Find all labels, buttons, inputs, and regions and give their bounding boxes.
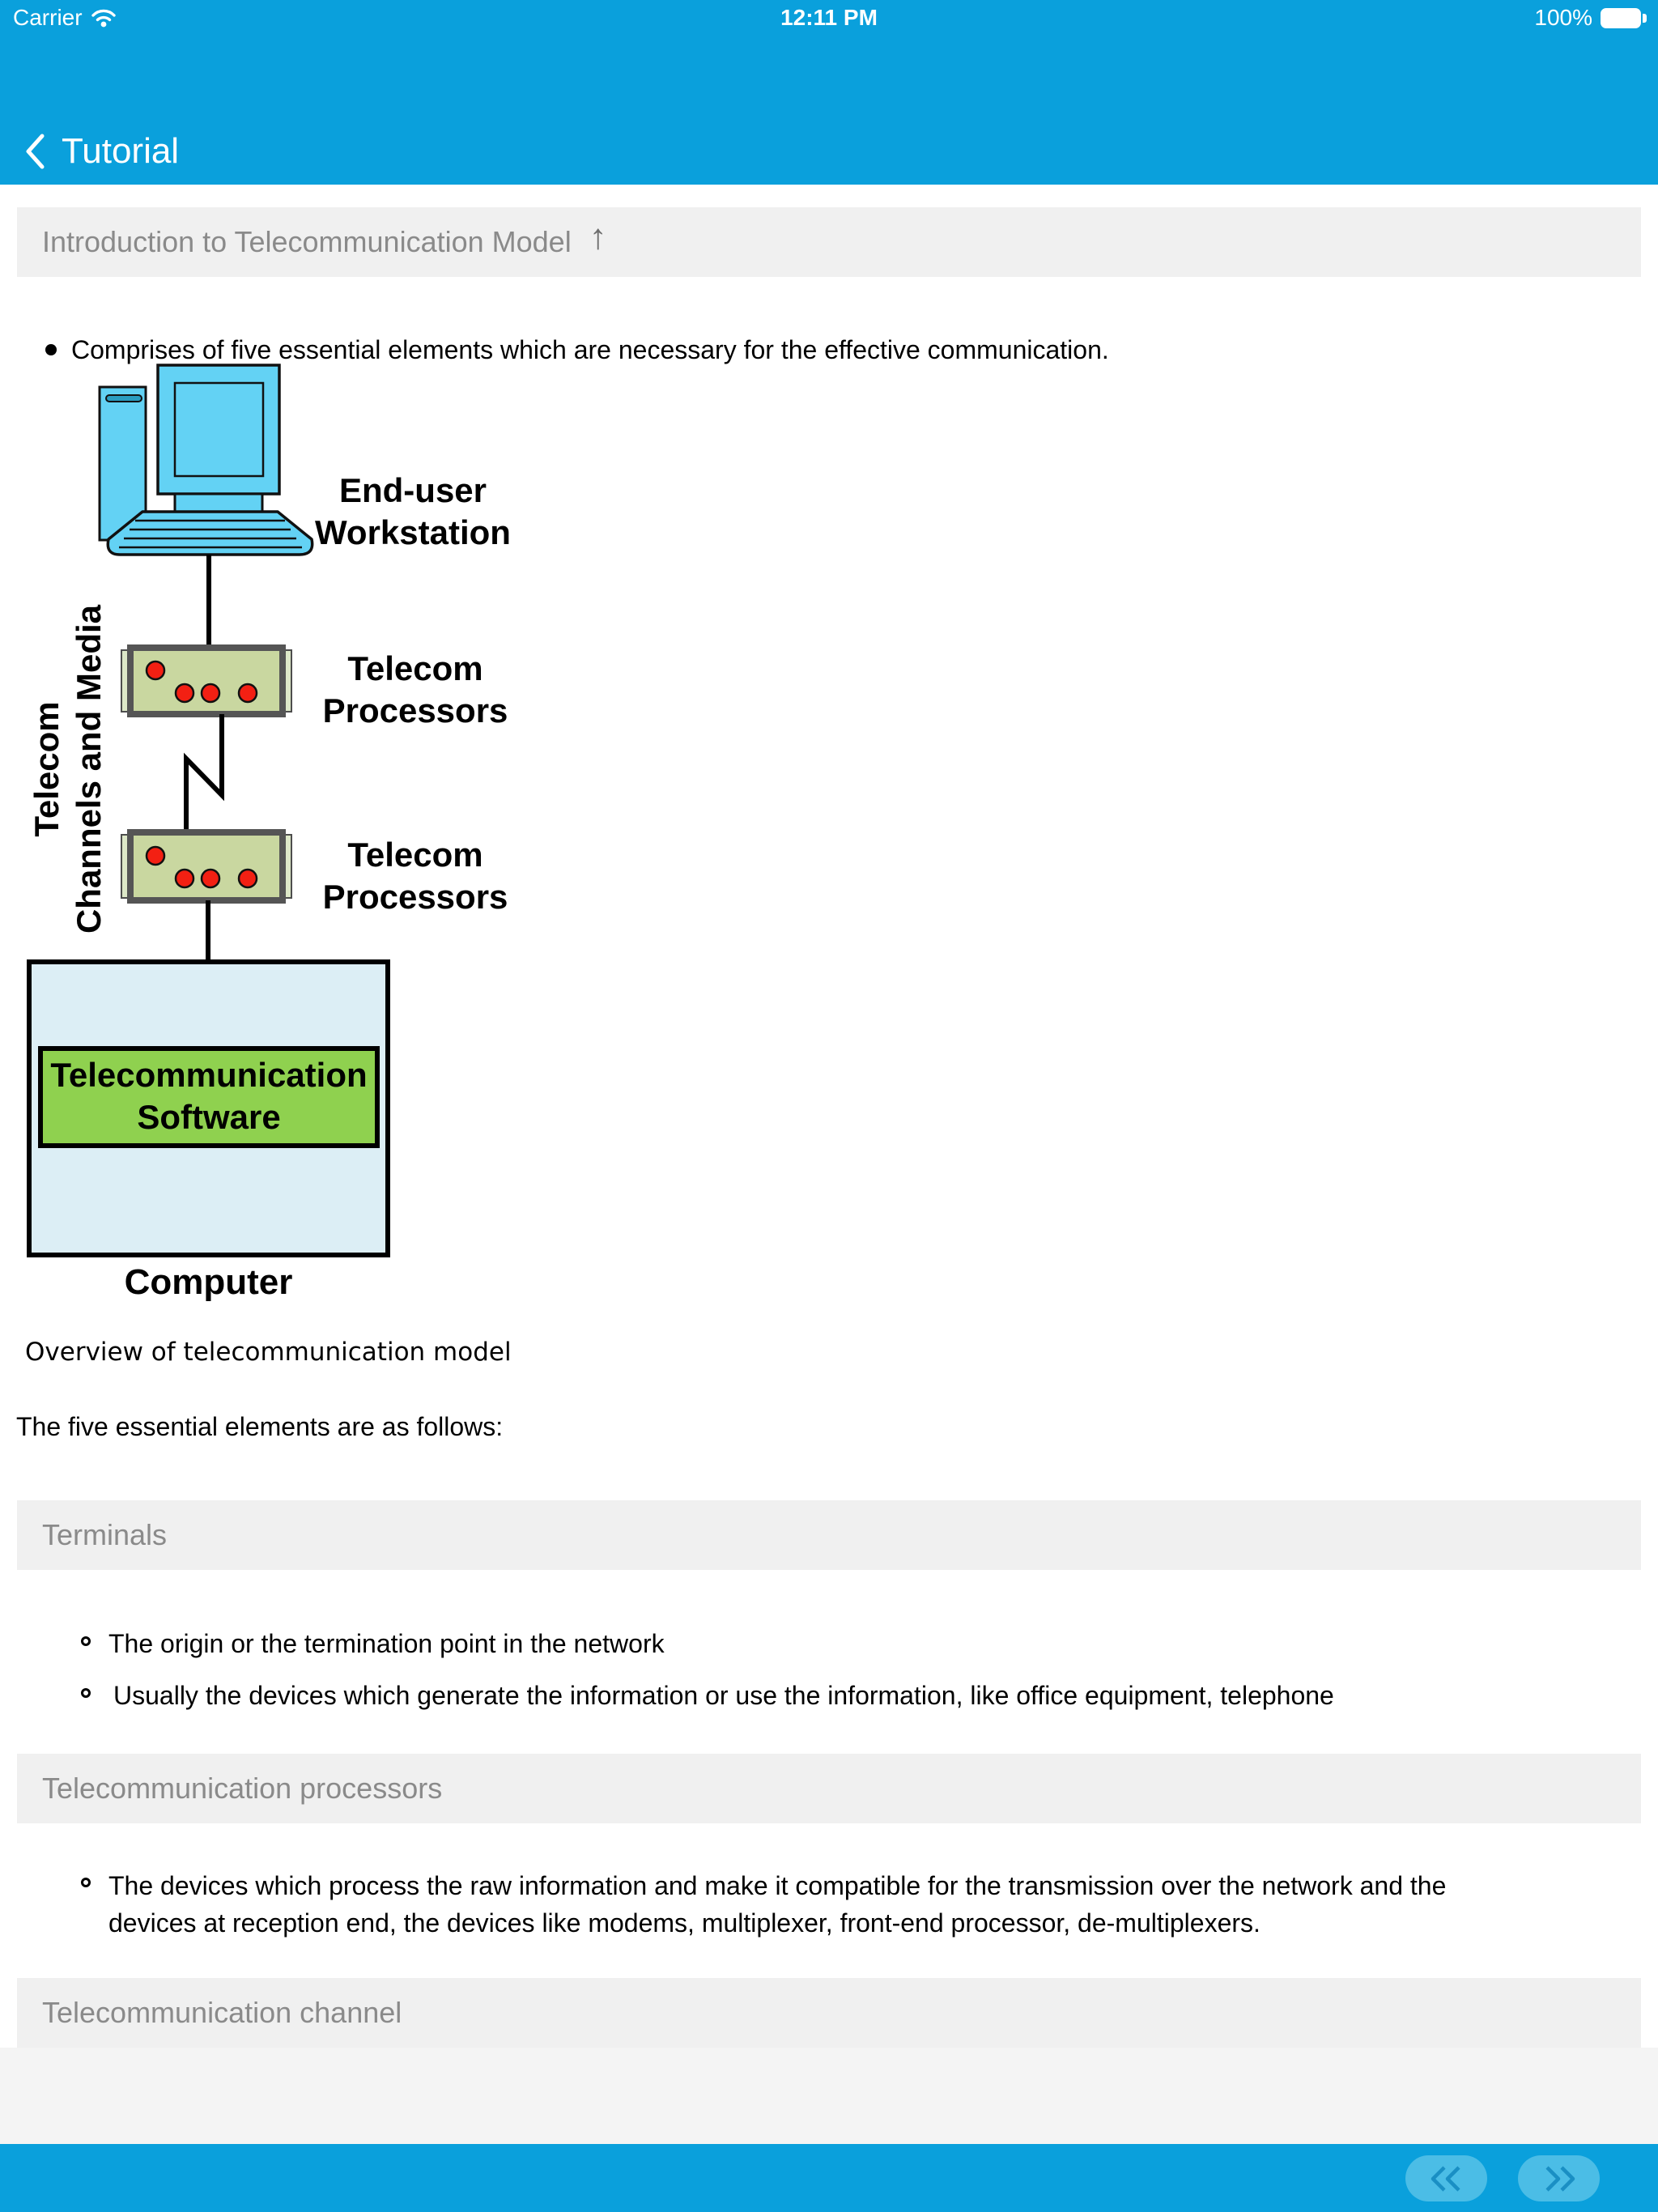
- section-header-processors[interactable]: Telecommunication processors: [17, 1754, 1641, 1823]
- telecom-channels-media-label: Telecom Channels and Media: [28, 604, 108, 934]
- top-chrome: Carrier 12:11 PM 100% Tutorial: [0, 0, 1658, 185]
- terminals-bullet-2: Usually the devices which generate the i…: [113, 1681, 1334, 1710]
- section-header-terminals[interactable]: Terminals: [17, 1500, 1641, 1570]
- section-header-channel[interactable]: Telecommunication channel: [17, 1978, 1641, 2048]
- page-title: Tutorial: [62, 131, 180, 171]
- section-title: Terminals: [42, 1518, 168, 1551]
- processors-bullet-1: The devices which process the raw inform…: [108, 1871, 1447, 1938]
- telecom-processors-label-2: Telecom Processors: [322, 836, 508, 916]
- next-page-button[interactable]: [1518, 2155, 1600, 2201]
- section-title: Telecommunication processors: [42, 1772, 443, 1805]
- scroll-top-arrow-icon[interactable]: ↑: [589, 217, 607, 257]
- bullet-marker: [45, 344, 57, 355]
- sub-bullet-marker: [81, 1636, 91, 1646]
- status-bar: Carrier 12:11 PM 100%: [0, 0, 1658, 36]
- previous-page-button[interactable]: [1405, 2155, 1487, 2201]
- section-header-introduction[interactable]: Introduction to Telecommunication Model …: [17, 207, 1641, 277]
- sub-bullet-marker: [81, 1688, 91, 1698]
- double-chevron-right-icon: [1545, 2165, 1575, 2192]
- terminals-bullet-1: The origin or the termination point in t…: [108, 1629, 665, 1658]
- chevron-left-icon: [26, 134, 45, 169]
- double-chevron-left-icon: [1431, 2165, 1460, 2192]
- computer-label: Computer: [124, 1262, 293, 1302]
- diagram-graphics: [27, 364, 390, 1257]
- section-header-title: Introduction to Telecommunication Model: [42, 225, 572, 258]
- telecom-processors-label-1: Telecom Processors: [322, 649, 508, 730]
- section-title: Telecommunication channel: [42, 1996, 402, 2029]
- telecom-model-diagram: End-user Workstation Telecom Processors …: [0, 356, 729, 1336]
- end-user-workstation-label: End-user Workstation: [315, 471, 511, 551]
- intro-bullet-text: Comprises of five essential elements whi…: [71, 335, 1109, 364]
- clock: 12:11 PM: [780, 5, 878, 30]
- sub-bullet-marker: [81, 1878, 91, 1887]
- footer-bar: [0, 2144, 1658, 2212]
- next-section-preview: [0, 2048, 1658, 2144]
- telecommunication-software-label: Telecommunication Software: [50, 1056, 368, 1136]
- battery-percent-label: 100%: [1534, 5, 1592, 30]
- battery-icon: [1601, 7, 1647, 28]
- lead-text: The five essential elements are as follo…: [16, 1412, 504, 1441]
- carrier-label: Carrier: [13, 5, 83, 30]
- wifi-icon: [91, 9, 116, 28]
- diagram-caption: Overview of telecommunication model: [25, 1338, 512, 1367]
- back-button[interactable]: Tutorial: [24, 131, 179, 172]
